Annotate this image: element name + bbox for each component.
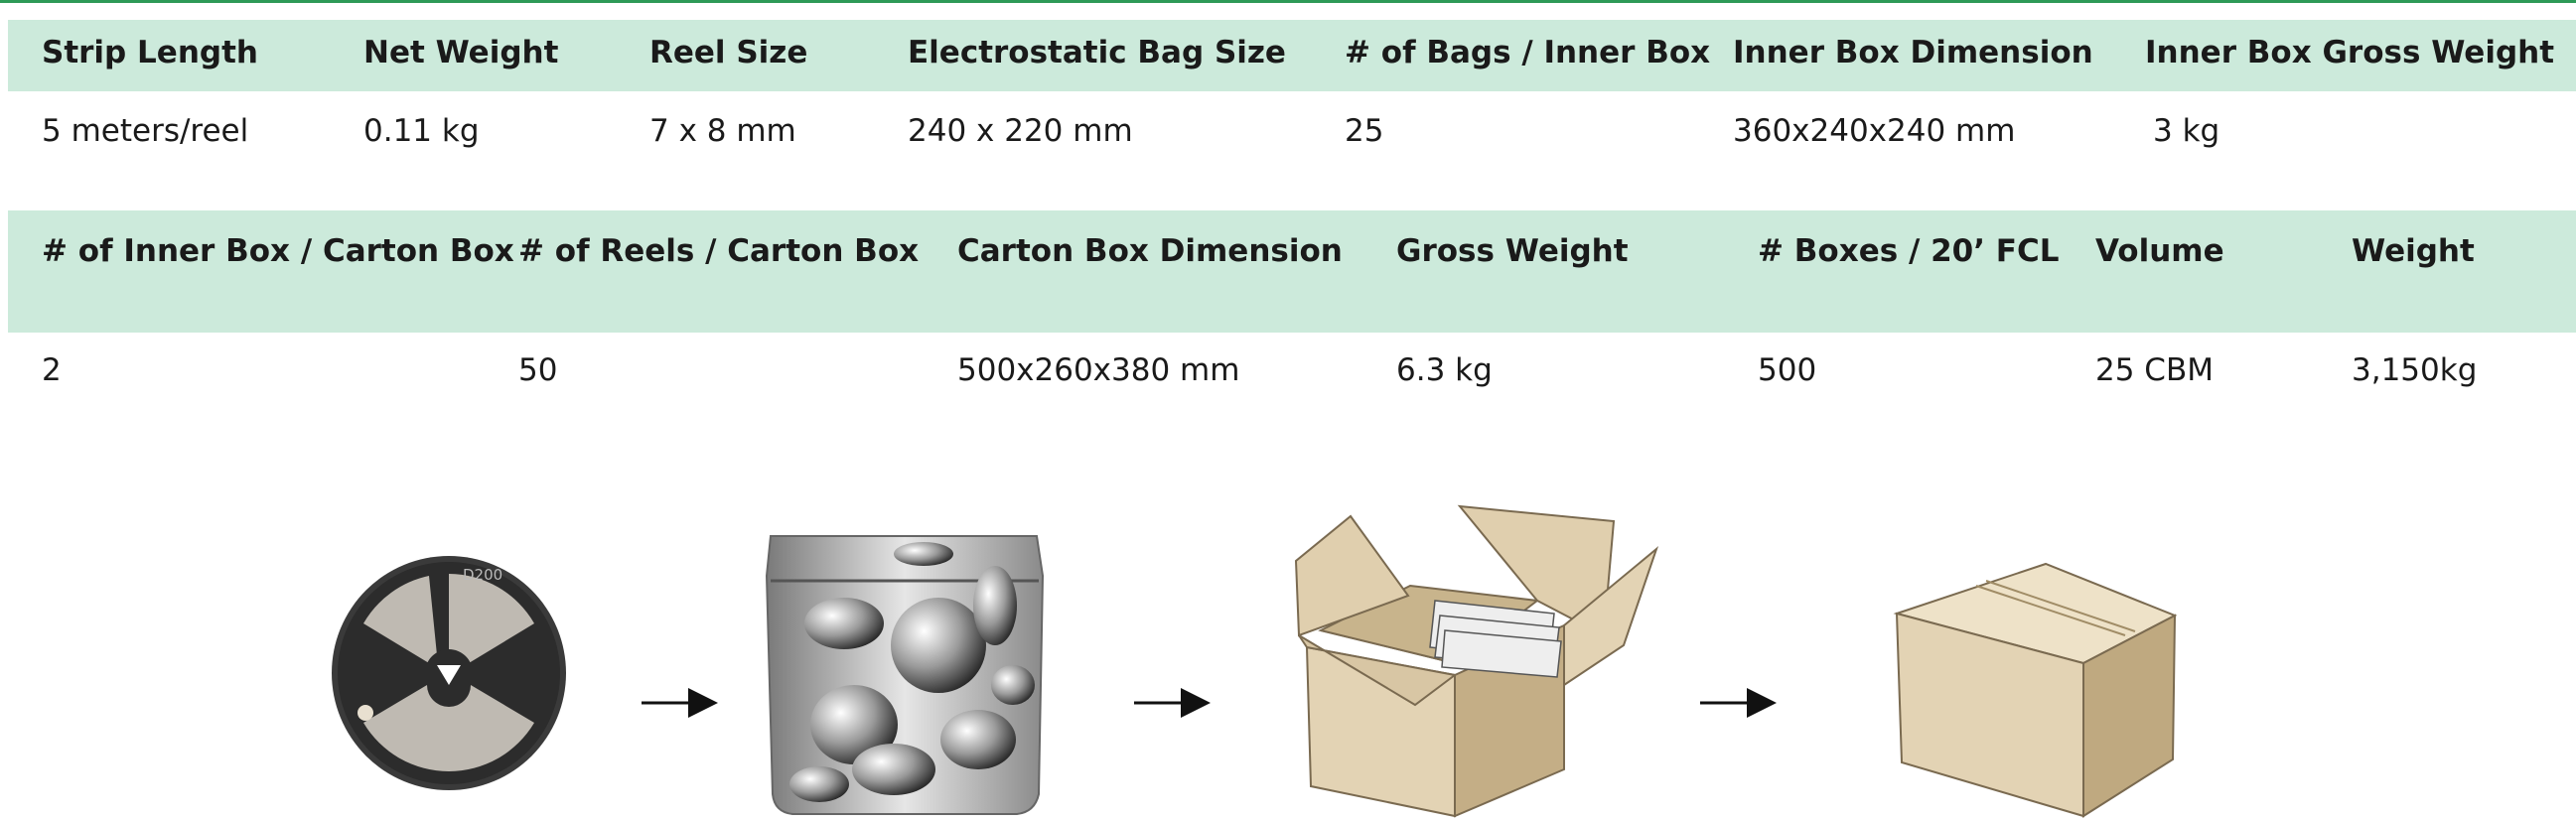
table2-header-volume: Volume <box>2095 233 2224 269</box>
table1-header-inner-box-gross-weight: Inner Box Gross Weight <box>2145 35 2555 70</box>
table1-value-inner-box-gross-weight: 3 kg <box>2153 113 2220 149</box>
table2-value-gross-weight: 6.3 kg <box>1396 352 1493 388</box>
electrostatic-bag-icon <box>765 535 1045 815</box>
table2-value-boxes-per-fcl: 500 <box>1758 352 1817 388</box>
table1-header-inner-box-dimension: Inner Box Dimension <box>1733 35 2093 70</box>
table1-value-inner-box-dimension: 360x240x240 mm <box>1733 113 2016 149</box>
table1-value-strip-length: 5 meters/reel <box>42 113 249 149</box>
table1-value-bags-per-inner-box: 25 <box>1345 113 1384 149</box>
table2-value-reels-per-carton: 50 <box>518 352 558 388</box>
table1-value-net-weight: 0.11 kg <box>363 113 480 149</box>
sealed-carton-box-icon <box>1893 562 2178 818</box>
table2-value-weight: 3,150kg <box>2352 352 2478 388</box>
led-reel-icon: D200 <box>332 556 566 790</box>
table2-header-reels-per-carton: # of Reels / Carton Box <box>518 233 920 269</box>
table1-header-strip-length: Strip Length <box>42 35 258 70</box>
table2-header-gross-weight: Gross Weight <box>1396 233 1629 269</box>
table2-value-inner-box-per-carton: 2 <box>42 352 62 388</box>
table2-value-volume: 25 CBM <box>2095 352 2214 388</box>
table2-value-carton-box-dimension: 500x260x380 mm <box>957 352 1240 388</box>
open-inner-box-icon <box>1294 504 1659 818</box>
table1-header-net-weight: Net Weight <box>363 35 559 70</box>
table1-header-band <box>8 20 2576 91</box>
table2-header-carton-box-dimension: Carton Box Dimension <box>957 233 1343 269</box>
top-rule <box>0 0 2576 3</box>
table1-header-bag-size: Electrostatic Bag Size <box>908 35 1286 70</box>
table1-header-bags-per-inner-box: # of Bags / Inner Box <box>1345 35 1711 70</box>
table1-header-reel-size: Reel Size <box>649 35 808 70</box>
table2-header-boxes-per-fcl: # Boxes / 20’ FCL <box>1758 233 2060 269</box>
table2-header-band <box>8 210 2576 333</box>
table2-header-weight: Weight <box>2352 233 2475 269</box>
table1-value-bag-size: 240 x 220 mm <box>908 113 1133 149</box>
table1-value-reel-size: 7 x 8 mm <box>649 113 796 149</box>
reel-label: D200 <box>463 566 502 584</box>
table2-header-inner-box-per-carton: # of Inner Box / Carton Box <box>42 233 514 269</box>
